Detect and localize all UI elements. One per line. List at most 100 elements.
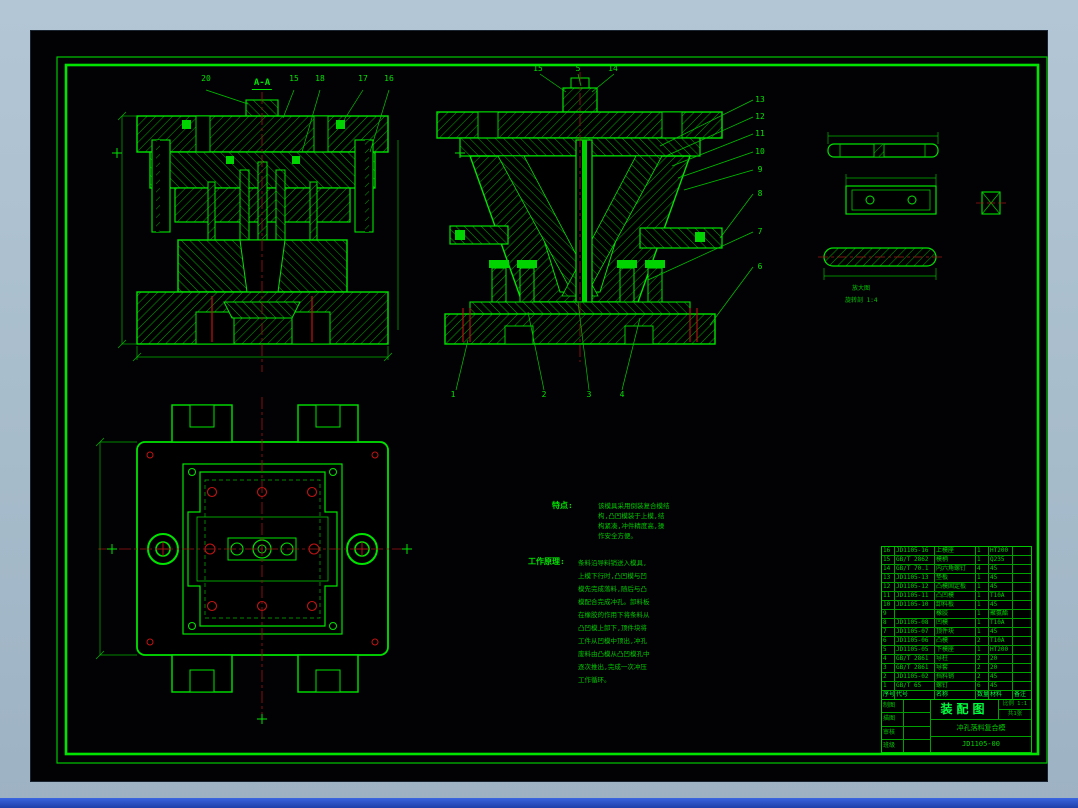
bom-cell: 上模座 bbox=[935, 547, 976, 555]
callout-number: 6 bbox=[757, 262, 763, 271]
bom-cell: 1 bbox=[976, 556, 989, 564]
bom-cell: 3 bbox=[882, 664, 895, 672]
callout-number: 16 bbox=[384, 74, 394, 83]
bom-cell: 20 bbox=[989, 655, 1013, 663]
bom-cell: 45 bbox=[989, 628, 1013, 636]
bom-cell bbox=[1013, 628, 1031, 636]
bom-cell: T10A bbox=[989, 637, 1013, 645]
bom-cell: JD1105-12 bbox=[895, 583, 935, 591]
bom-cell: 1 bbox=[976, 592, 989, 600]
bom-cell: 2 bbox=[976, 655, 989, 663]
datum-cross-markers bbox=[107, 148, 465, 724]
bom-cell bbox=[1013, 637, 1031, 645]
bom-cell bbox=[1013, 673, 1031, 681]
bom-cell: 顶件块 bbox=[935, 628, 976, 636]
bom-cell bbox=[1013, 664, 1031, 672]
bom-cell: 13 bbox=[882, 574, 895, 582]
titleblock-signatures: 制图描图审核班级 bbox=[882, 700, 931, 752]
titleblock-signature-row: 审核 bbox=[882, 726, 930, 740]
bom-cell: JD1105-07 bbox=[895, 628, 935, 636]
bom-cell bbox=[1013, 655, 1031, 663]
principle-label: 工作原理: bbox=[528, 557, 565, 566]
bom-cell: 45 bbox=[989, 682, 1013, 690]
signature-value bbox=[904, 713, 930, 725]
bom-cell: HT200 bbox=[989, 646, 1013, 654]
callout-number: 18 bbox=[315, 74, 325, 83]
bom-cell: 名称 bbox=[935, 691, 976, 700]
bom-cell: 橡胶 bbox=[935, 610, 976, 618]
bom-cell: 下模座 bbox=[935, 646, 976, 654]
callout-number: 12 bbox=[755, 112, 765, 121]
title-block: 制图描图审核班级 装配图 比例 1:1 共1张 冲孔落料复合模 JD1105-0… bbox=[881, 699, 1032, 753]
bom-cell: 序号 bbox=[883, 691, 895, 700]
bom-cell bbox=[1013, 682, 1031, 690]
bom-cell: 1 bbox=[976, 628, 989, 636]
bom-cell: 1 bbox=[976, 619, 989, 627]
bom-cell: T10A bbox=[989, 592, 1013, 600]
bom-cell: JD1105-06 bbox=[895, 637, 935, 645]
bom-cell: 14 bbox=[882, 565, 895, 573]
bom-cell bbox=[1013, 583, 1031, 591]
bom-cell: JD1105-10 bbox=[895, 601, 935, 609]
side-section-view bbox=[436, 72, 754, 391]
bom-cell: 20 bbox=[989, 664, 1013, 672]
features-text: 该模具采用倒装复合模结 构,凸凹模装于上模,结 构紧凑,冲件精度高,操 作安全方… bbox=[598, 502, 670, 540]
drawing-subtitle: 冲孔落料复合模 bbox=[931, 720, 1031, 737]
callout-number: 4 bbox=[619, 390, 625, 399]
bom-cell: 1 bbox=[976, 583, 989, 591]
bom-cell bbox=[895, 610, 935, 618]
bom-cell: 导柱 bbox=[935, 655, 976, 663]
bom-cell: JD1105-11 bbox=[895, 592, 935, 600]
callout-number: 13 bbox=[755, 95, 765, 104]
bom-cell: 导套 bbox=[935, 664, 976, 672]
bom-cell: 8 bbox=[882, 619, 895, 627]
bom-cell bbox=[1013, 556, 1031, 564]
bom-cell: 2 bbox=[882, 673, 895, 681]
bom-cell: 45 bbox=[989, 574, 1013, 582]
bom-cell: 凸模 bbox=[935, 637, 976, 645]
front-section-view bbox=[117, 89, 399, 372]
signature-value bbox=[904, 740, 930, 752]
bom-cell: 15 bbox=[882, 556, 895, 564]
bom-cell: JD1105-08 bbox=[895, 619, 935, 627]
bom-cell bbox=[1013, 601, 1031, 609]
bom-cell: 1 bbox=[976, 610, 989, 618]
detail-note-line2: 旋转剖 1:4 bbox=[845, 297, 878, 304]
bom-cell: GB/T 2861 bbox=[895, 655, 935, 663]
callout-number: 17 bbox=[358, 74, 368, 83]
bom-cell: 挡料销 bbox=[935, 673, 976, 681]
bom-cell: 数量 bbox=[977, 691, 989, 700]
bom-cell: 12 bbox=[882, 583, 895, 591]
bom-cell: GB/T 70.1 bbox=[895, 565, 935, 573]
bom-cell: 内六角螺钉 bbox=[935, 565, 976, 573]
bom-cell bbox=[1013, 565, 1031, 573]
bom-cell: GB/T 2861 bbox=[895, 664, 935, 672]
bom-cell: JD1105-16 bbox=[895, 547, 935, 555]
callout-number: 1 bbox=[450, 390, 456, 399]
bom-cell: JD1105-05 bbox=[895, 646, 935, 654]
bom-cell: 10 bbox=[882, 601, 895, 609]
signature-label: 审核 bbox=[882, 726, 904, 739]
callout-number: 14 bbox=[608, 64, 618, 73]
bom-cell: 1 bbox=[882, 682, 895, 690]
section-label-aa: A-A bbox=[251, 78, 273, 90]
bom-cell: 垫板 bbox=[935, 574, 976, 582]
scale-label: 比例 1:1 bbox=[999, 700, 1031, 710]
titleblock-signature-row: 制图 bbox=[882, 700, 930, 714]
callout-number: 15 bbox=[533, 64, 543, 73]
bom-cell: 9 bbox=[882, 610, 895, 618]
callout-number: 3 bbox=[586, 390, 592, 399]
bom-cell: 模柄 bbox=[935, 556, 976, 564]
bom-cell bbox=[1013, 574, 1031, 582]
features-label: 特点: bbox=[552, 501, 573, 510]
